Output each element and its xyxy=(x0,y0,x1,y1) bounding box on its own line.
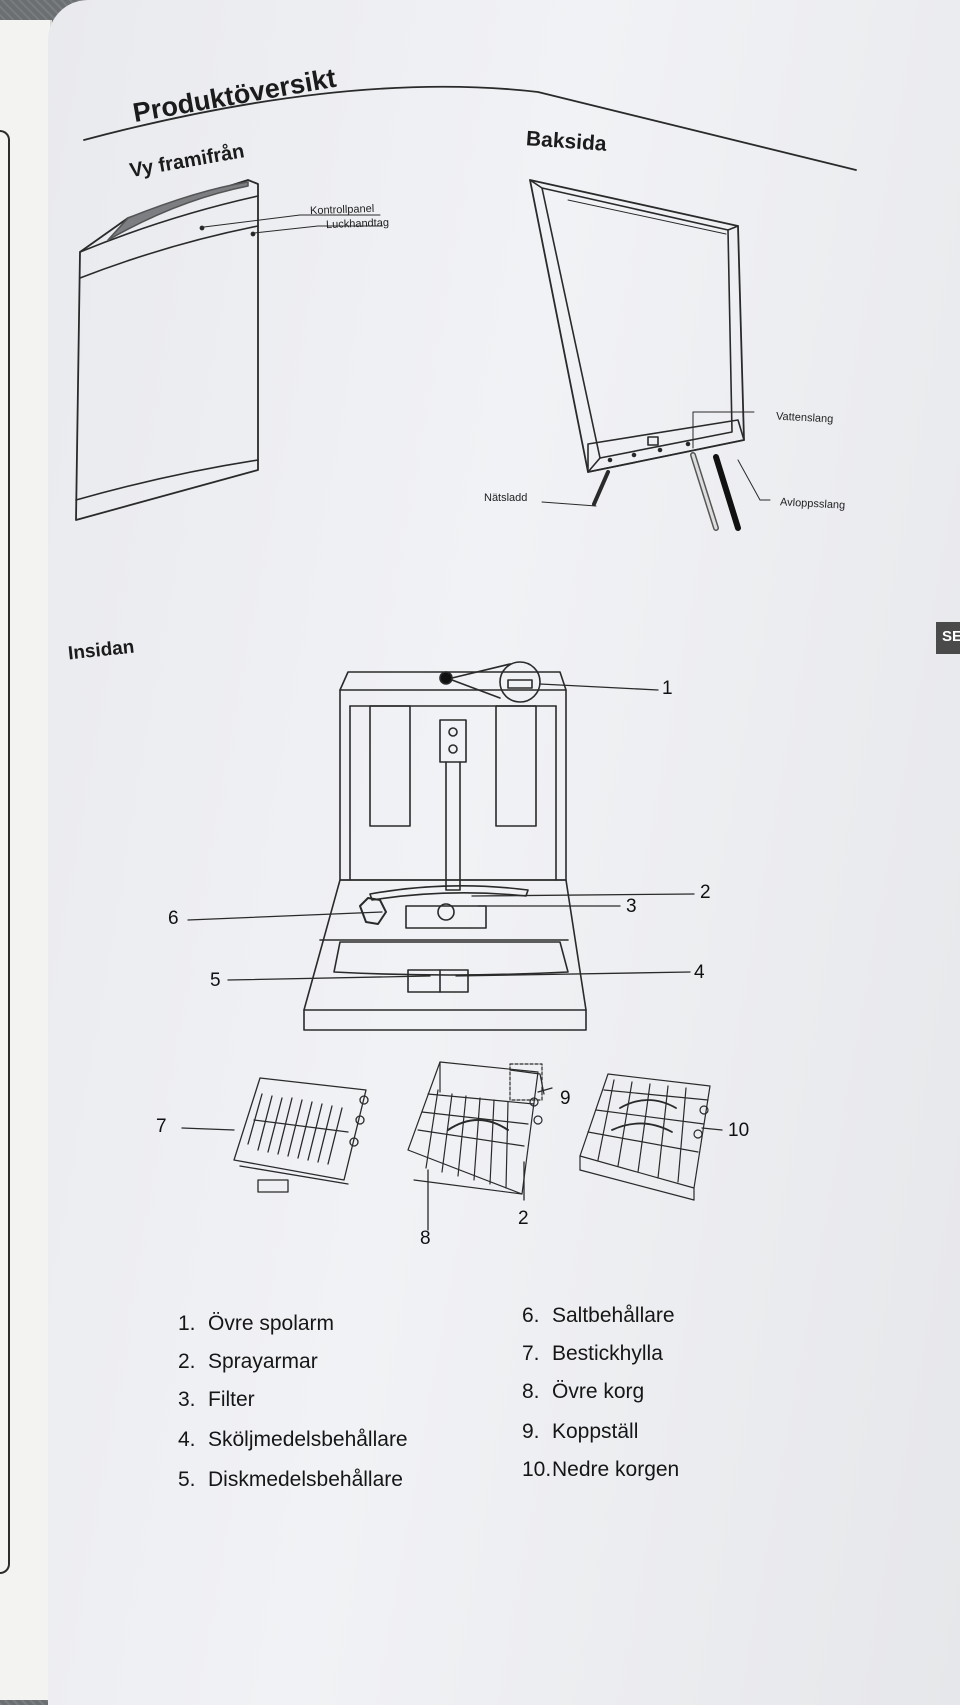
callout-lines xyxy=(181,683,723,1231)
front-view-dishwasher xyxy=(75,179,383,521)
legend-item: 8.Övre korg xyxy=(522,1380,645,1403)
left-page xyxy=(0,20,52,1700)
legend-item: 10.Nedre korgen xyxy=(522,1458,680,1481)
callout-7: 7 xyxy=(156,1116,167,1137)
label-door-handle: Luckhandtag xyxy=(325,216,390,232)
callout-9: 9 xyxy=(560,1088,571,1109)
language-tab: SE xyxy=(936,622,960,654)
lower-basket xyxy=(579,1073,711,1201)
callout-8: 8 xyxy=(420,1228,431,1249)
label-control-panel: Kontrollpanel xyxy=(309,202,375,218)
callout-5: 5 xyxy=(210,970,221,991)
legend-item: 7.Bestickhylla xyxy=(522,1342,663,1365)
legend-item: 4.Sköljmedelsbehållare xyxy=(178,1428,408,1451)
legend-item: 1.Övre spolarm xyxy=(178,1312,335,1335)
callout-3: 3 xyxy=(626,896,637,917)
legend-item: 2.Sprayarmar xyxy=(178,1350,318,1373)
back-view-dishwasher xyxy=(529,179,771,531)
manual-page: Produktöversikt Vy framifrån Baksida Ins… xyxy=(48,0,960,1705)
product-diagrams xyxy=(75,85,857,1231)
inside-view-dishwasher xyxy=(303,661,587,1031)
legend-item: 9.Koppställ xyxy=(522,1420,639,1443)
legend-item: 6.Saltbehållare xyxy=(522,1304,675,1327)
callout-10: 10 xyxy=(728,1120,750,1141)
legend-item: 3.Filter xyxy=(178,1388,255,1411)
legend-item: 5.Diskmedelsbehållare xyxy=(178,1468,403,1491)
callout-6: 6 xyxy=(168,908,179,929)
left-page-frame xyxy=(0,130,10,1574)
callout-4: 4 xyxy=(694,962,705,983)
callout-2: 2 xyxy=(700,882,711,903)
label-power-cord: Nätsladd xyxy=(484,492,528,504)
callout-2-basket: 2 xyxy=(518,1208,529,1229)
title-underline xyxy=(83,85,857,171)
cutlery-tray xyxy=(233,1077,369,1193)
callout-1: 1 xyxy=(662,678,673,699)
upper-basket xyxy=(407,1061,545,1195)
